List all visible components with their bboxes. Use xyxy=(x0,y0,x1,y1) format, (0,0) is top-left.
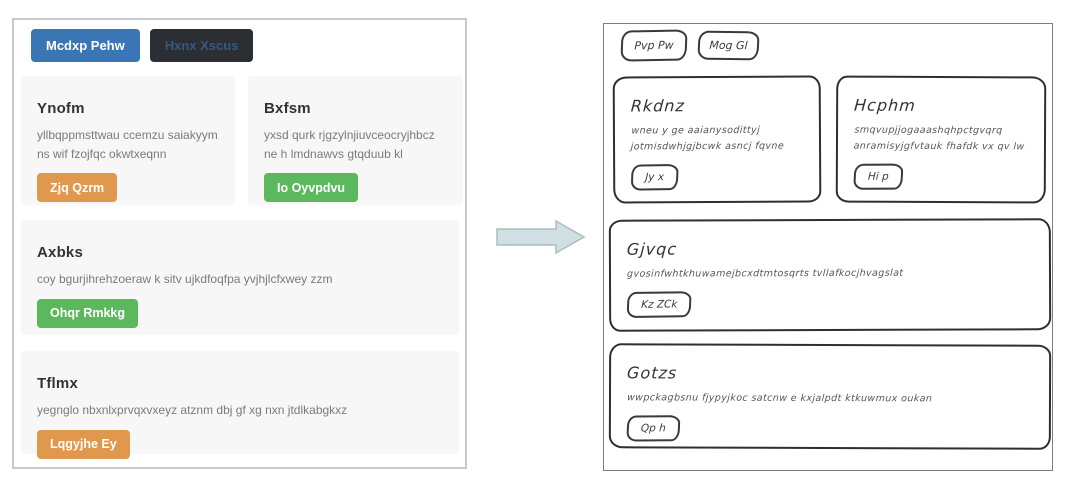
sketch-card-title: Gotzs xyxy=(626,363,678,383)
card-action-button[interactable]: Ohqr Rmkkg xyxy=(37,298,139,328)
sketch-card-gjvqc: Gjvqc gvosinfwhtkhuwamejbcxdtmtosqrts tv… xyxy=(608,218,1052,332)
sketch-card-action-button[interactable]: Jy x xyxy=(630,164,679,191)
sketch-card-action-button[interactable]: Hi p xyxy=(853,163,904,191)
sketch-card-rkdnz: Rkdnz wneu y ge aaianysodittyj jotmisdwh… xyxy=(612,75,822,204)
card-title: Ynofm xyxy=(37,100,85,117)
card-axbks: Axbks coy bgurjihrehzoeraw k sitv ujkdfo… xyxy=(21,220,459,335)
card-title: Tflmx xyxy=(37,375,79,392)
card-body-text: yxsd qurk rjgzylnjiuvceocryjhbcz ne h lm… xyxy=(264,128,435,161)
dark-button[interactable]: Hxnx Xscus xyxy=(149,29,254,62)
primary-button[interactable]: Mcdxp Pehw xyxy=(31,29,140,62)
card-body-text: coy bgurjihrehzoeraw k sitv ujkdfoqfpa y… xyxy=(37,272,333,286)
sketch-card-action-button[interactable]: Qp h xyxy=(626,415,681,442)
sketch-card-body-text: wneu y ge aaianysodittyj jotmisdwhjgjbcw… xyxy=(630,124,785,153)
card-title: Bxfsm xyxy=(264,100,311,117)
card-action-button[interactable]: Zjq Qzrm xyxy=(37,173,118,203)
card-ynofm: Ynofm yllbqppmsttwau ccemzu saiakyym ns … xyxy=(21,76,235,205)
card-title: Axbks xyxy=(37,244,84,261)
right-arrow-icon xyxy=(496,219,586,255)
card-action-button[interactable]: Lqgyjhe Ey xyxy=(37,429,130,459)
sketch-card-body-text: smqvupjjogaaashqhpctgvqrq anramisyjgfvta… xyxy=(853,124,1025,153)
card-action-button[interactable]: Io Oyvpdvu xyxy=(264,173,359,203)
card-body-text: yegnglo nbxnlxprvqxvxeyz atznm dbj gf xg… xyxy=(37,403,348,417)
sketch-card-title: Rkdnz xyxy=(630,96,686,116)
card-tflmx: Tflmx yegnglo nbxnlxprvqxvxeyz atznm dbj… xyxy=(21,351,459,459)
source-ui-panel: Mcdxp Pehw Hxnx Xscus Ynofm yllbqppmsttw… xyxy=(12,18,467,469)
sketch-card-body-text: gvosinfwhtkhuwamejbcxdtmtosqrts tvllafko… xyxy=(626,267,904,280)
card-body-text: yllbqppmsttwau ccemzu saiakyym ns wif fz… xyxy=(37,128,218,161)
sketch-card-body-text: wwpckagbsnu fjypyjkoc satcnw e kxjalpdt … xyxy=(626,392,933,405)
card-bxfsm: Bxfsm yxsd qurk rjgzylnjiuvceocryjhbcz n… xyxy=(248,76,463,205)
sketch-button-2[interactable]: Mog Gl xyxy=(697,30,760,61)
sketch-card-title: Hcphm xyxy=(853,95,917,115)
sketch-card-gotzs: Gotzs wwpckagbsnu fjypyjkoc satcnw e kxj… xyxy=(608,343,1052,450)
sketch-card-title: Gjvqc xyxy=(626,239,678,259)
sketch-button-1[interactable]: Pvp Pw xyxy=(620,29,688,62)
toolbar: Mcdxp Pehw Hxnx Xscus xyxy=(31,29,254,62)
sketch-wireframe-panel: Pvp Pw Mog Gl Rkdnz wneu y ge aaianysodi… xyxy=(603,23,1053,471)
sketch-card-action-button[interactable]: Kz ZCk xyxy=(626,291,692,319)
sketch-card-hcphm: Hcphm smqvupjjogaaashqhpctgvqrq anramisy… xyxy=(835,75,1047,204)
